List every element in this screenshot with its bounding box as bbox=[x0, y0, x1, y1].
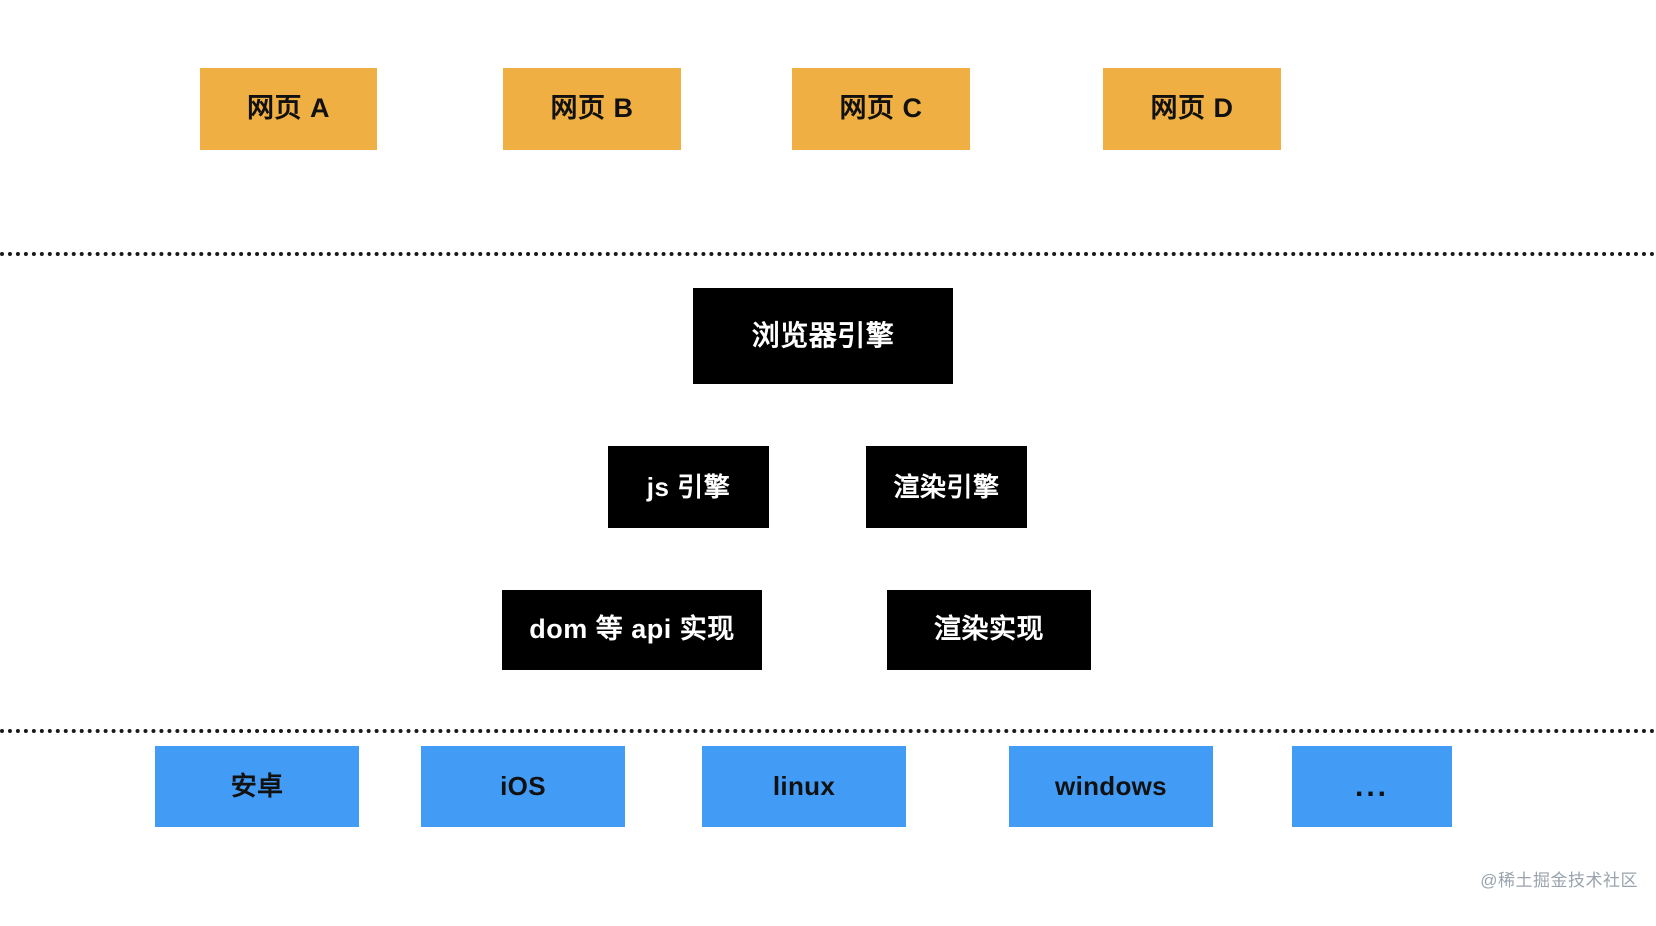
node-label: linux bbox=[772, 771, 836, 802]
node-label: js 引擎 bbox=[646, 471, 731, 502]
node-web-page-a: 网页 A bbox=[200, 68, 377, 150]
node-os-ios: iOS bbox=[421, 746, 625, 827]
node-label: 网页 C bbox=[839, 93, 923, 124]
node-render-engine: 渲染引擎 bbox=[866, 446, 1027, 528]
node-web-page-b: 网页 B bbox=[503, 68, 681, 150]
node-render-implementation: 渲染实现 bbox=[887, 590, 1091, 670]
node-label: 网页 A bbox=[247, 93, 330, 124]
node-js-engine: js 引擎 bbox=[608, 446, 769, 528]
node-os-more-ellipsis: ... bbox=[1292, 746, 1452, 827]
node-label: 网页 B bbox=[550, 93, 634, 124]
watermark: @稀土掘金技术社区 bbox=[1480, 871, 1638, 890]
node-dom-api-implementation: dom 等 api 实现 bbox=[502, 590, 762, 670]
node-label: 渲染实现 bbox=[934, 614, 1044, 645]
node-label: 渲染引擎 bbox=[893, 471, 1000, 502]
node-browser-engine: 浏览器引擎 bbox=[693, 288, 953, 384]
node-label: iOS bbox=[500, 771, 546, 802]
node-label: ... bbox=[1354, 770, 1389, 803]
node-label: 安卓 bbox=[230, 771, 284, 802]
node-os-android: 安卓 bbox=[155, 746, 359, 827]
divider-engine-os bbox=[0, 729, 1656, 733]
node-os-windows: windows bbox=[1009, 746, 1213, 827]
node-label: dom 等 api 实现 bbox=[529, 614, 735, 645]
divider-pages-engine bbox=[0, 252, 1656, 256]
node-os-linux: linux bbox=[702, 746, 906, 827]
node-label: 网页 D bbox=[1150, 93, 1234, 124]
node-label: windows bbox=[1055, 771, 1167, 802]
node-web-page-c: 网页 C bbox=[792, 68, 970, 150]
node-label: 浏览器引擎 bbox=[751, 319, 895, 351]
node-web-page-d: 网页 D bbox=[1103, 68, 1281, 150]
